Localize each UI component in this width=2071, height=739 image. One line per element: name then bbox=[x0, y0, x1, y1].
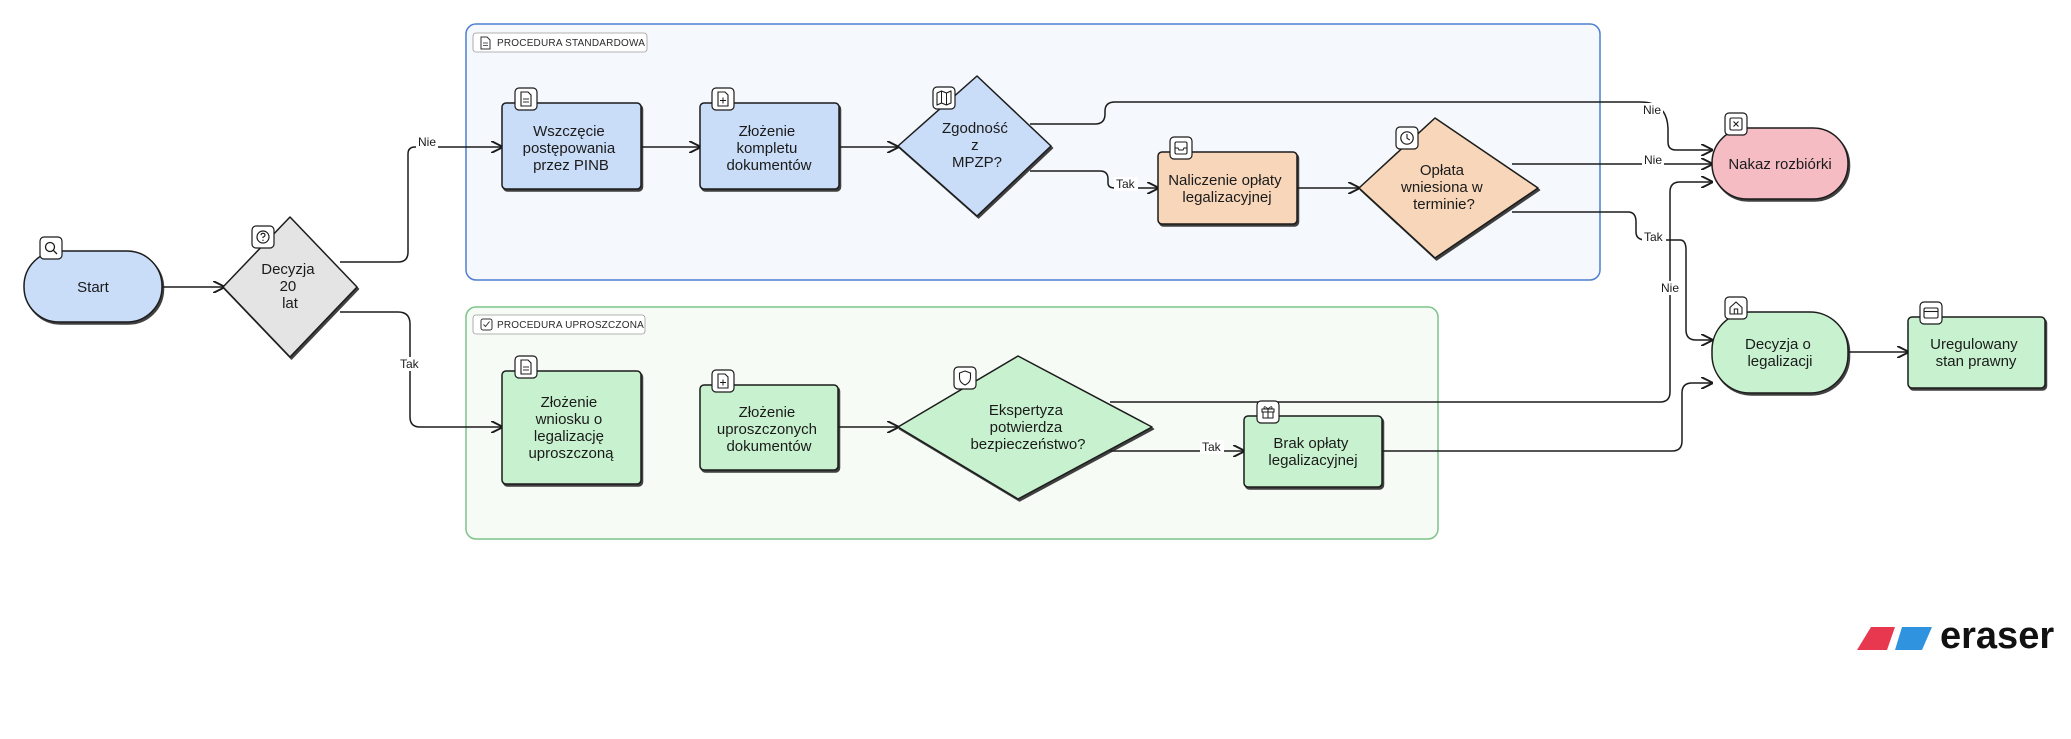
node-start-label: Start bbox=[77, 279, 110, 296]
edge-mpzp-nie bbox=[1030, 101, 1712, 150]
node-docs-simple[interactable]: Złożenie uproszczonych dokumentów bbox=[699, 384, 839, 471]
node-pinb-label: Wszczęcie postępowania przez PINB bbox=[523, 123, 620, 174]
node-expertise[interactable]: Ekspertyza potwierdza bezpieczeństwo? bbox=[897, 355, 1153, 500]
map-icon bbox=[932, 86, 956, 110]
document-icon bbox=[480, 36, 491, 50]
edge-labels: Nie Tak Tak Nie Nie Tak Nie Tak bbox=[398, 103, 1681, 454]
node-demolition[interactable]: Nakaz rozbiórki bbox=[1711, 127, 1849, 200]
edge-nofee-legalization bbox=[1382, 383, 1712, 452]
node-regulated[interactable]: Uregulowany stan prawny bbox=[1907, 316, 2046, 389]
edge-mpzp-tak bbox=[1030, 170, 1158, 188]
node-demolition-label: Nakaz rozbiórki bbox=[1728, 156, 1831, 173]
group-simplified-label: PROCEDURA UPROSZCZONA bbox=[497, 320, 644, 331]
node-application[interactable]: Złożenie wniosku o legalizację uproszczo… bbox=[501, 370, 642, 485]
search-icon bbox=[39, 236, 63, 260]
node-start[interactable]: Start bbox=[23, 250, 163, 323]
node-docs-full[interactable]: Złożenie kompletu dokumentów bbox=[699, 102, 840, 190]
edge-label-paid-tak: Tak bbox=[1644, 230, 1664, 244]
node-nofee[interactable]: Brak opłaty legalizacyjnej bbox=[1243, 415, 1383, 488]
credit-card-icon bbox=[1919, 301, 1943, 325]
node-regulated-label: Uregulowany stan prawny bbox=[1930, 336, 2022, 370]
node-pinb[interactable]: Wszczęcie postępowania przez PINB bbox=[501, 102, 642, 190]
shield-icon bbox=[953, 366, 977, 390]
checkbox-icon bbox=[480, 318, 493, 331]
node-fee[interactable]: Naliczenie opłaty legalizacyjnej bbox=[1157, 151, 1298, 225]
group-standard-label: PROCEDURA STANDARDOWA bbox=[497, 38, 645, 49]
inbox-icon bbox=[1169, 136, 1193, 160]
node-paid[interactable]: Opłata wniesiona w terminie? bbox=[1358, 117, 1539, 259]
node-icons bbox=[39, 86, 1943, 424]
file-plus-icon bbox=[711, 87, 735, 111]
edge-label-expertise-nie: Nie bbox=[1661, 281, 1679, 295]
node-decision-20-years[interactable]: Decyzja 20 lat bbox=[222, 216, 358, 358]
node-legalization[interactable]: Decyzja o legalizacji bbox=[1711, 311, 1849, 394]
edge-label-paid-nie: Nie bbox=[1644, 153, 1662, 167]
document-icon bbox=[514, 355, 538, 379]
question-circle-icon bbox=[251, 225, 275, 249]
eraser-logo-text: eraser bbox=[1940, 615, 2054, 657]
edge-label-tak-simplified: Tak bbox=[400, 357, 420, 371]
clock-icon bbox=[1395, 126, 1419, 150]
node-application-label: Złożenie wniosku o legalizację uproszczo… bbox=[528, 394, 614, 462]
node-legalization-label: Decyzja o legalizacji bbox=[1745, 336, 1815, 370]
node-mpzp[interactable]: Zgodność z MPZP? bbox=[897, 75, 1052, 217]
node-decision-20-years-label: Decyzja 20 lat bbox=[261, 261, 319, 312]
node-docs-simple-label: Złożenie uproszczonych dokumentów bbox=[717, 404, 821, 455]
node-docs-full-label: Złożenie kompletu dokumentów bbox=[726, 123, 811, 174]
eraser-logo: eraser bbox=[1857, 615, 2054, 657]
node-mpzp-label: Zgodność z MPZP? bbox=[942, 120, 1012, 171]
edge-decision-nie bbox=[340, 147, 502, 263]
close-square-icon bbox=[1724, 112, 1748, 136]
document-icon bbox=[514, 87, 538, 111]
node-paid-label: Opłata wniesiona w terminie? bbox=[1400, 162, 1487, 213]
edge-label-expertise-tak: Tak bbox=[1202, 440, 1222, 454]
edge-label-nie-standard: Nie bbox=[418, 135, 436, 149]
edge-label-mpzp-nie: Nie bbox=[1643, 103, 1661, 117]
edge-label-mpzp-tak: Tak bbox=[1116, 177, 1136, 191]
file-plus-icon bbox=[711, 369, 735, 393]
home-icon bbox=[1724, 296, 1748, 320]
gift-icon bbox=[1256, 400, 1280, 424]
node-expertise-label: Ekspertyza potwierdza bezpieczeństwo? bbox=[970, 402, 1085, 453]
node-nofee-label: Brak opłaty legalizacyjnej bbox=[1268, 435, 1357, 469]
node-fee-label: Naliczenie opłaty legalizacyjnej bbox=[1168, 172, 1286, 206]
